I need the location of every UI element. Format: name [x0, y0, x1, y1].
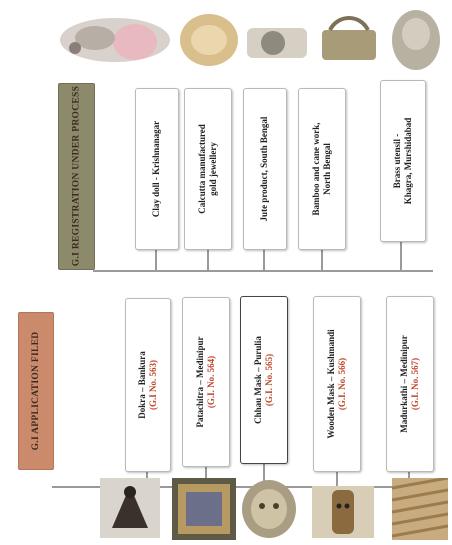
item-title: Calcutta manufactured — [197, 124, 207, 214]
process-item-jute: Jute product, South Bengal — [243, 88, 287, 250]
process-item-bamboo: Bamboo and cane work, North Bengal — [298, 88, 346, 250]
filed-item-wooden-mask: Wooden Mask – Kushmandi (G.I. No. 566) — [313, 296, 361, 472]
item-title: Jute product, South Bengal — [259, 116, 269, 222]
dokra-photo — [100, 478, 160, 538]
filed-category-label: G.I APPLICATION FILED — [31, 331, 41, 451]
connector — [263, 462, 265, 487]
item-title: Bamboo and cane work, — [311, 122, 321, 216]
process-item-gold-jewellery: Calcutta manufactured gold jewellery — [184, 88, 232, 250]
connector — [321, 248, 323, 271]
item-title: Madurkathi – Medinipur — [399, 335, 409, 433]
process-item-brass: Brass utensil - Khagra, Murshidabad — [380, 80, 426, 242]
filed-trunk-line — [52, 486, 442, 488]
item-subtitle: North Bengal — [322, 143, 332, 195]
wooden-mask-photo — [312, 486, 374, 538]
jute-product-photo — [245, 18, 310, 64]
filed-item-dokra: Dokra – Bankura (G.I No. 563) — [125, 298, 171, 472]
gi-number: (G.I. No. 566) — [337, 357, 347, 411]
filed-category-box: G.I APPLICATION FILED — [18, 312, 54, 470]
filed-item-chhau-mask: Chhau Mask – Purulia (G.I. No. 565) — [240, 296, 288, 464]
item-title: Wooden Mask – Kushmandi — [326, 329, 336, 439]
item-subtitle: Khagra, Murshidabad — [403, 117, 413, 205]
filed-item-patachitra: Patachitra – Medinipur (G.I. No. 564) — [182, 297, 230, 467]
connector — [205, 465, 207, 487]
connector — [400, 240, 402, 271]
item-subtitle: gold jewellery — [208, 142, 218, 196]
process-category-label: G.I REGISTRATION UNDER PROCESS — [71, 85, 82, 267]
connector — [336, 470, 338, 487]
chhau-mask-photo — [240, 478, 298, 540]
gi-number: (G.I. No. 564) — [206, 355, 216, 409]
bamboo-cane-photo — [318, 14, 380, 64]
filed-item-madurkathi: Madurkathi – Medinipur (G.I. No. 567) — [386, 296, 434, 472]
process-trunk-line — [93, 270, 433, 272]
madurkathi-photo — [392, 478, 448, 540]
process-item-clay-doll: Clay doll - Krishnanagar — [135, 88, 179, 250]
connector — [207, 248, 209, 271]
gold-jewellery-photo — [178, 12, 240, 68]
gi-number: (G.I No. 563) — [148, 360, 158, 410]
gi-number: (G.I. No. 567) — [410, 357, 420, 411]
clay-doll-photo — [55, 8, 175, 70]
process-category-box: G.I REGISTRATION UNDER PROCESS — [58, 83, 95, 270]
gi-number: (G.I. No. 565) — [264, 353, 274, 407]
item-title: Clay doll - Krishnanagar — [151, 120, 161, 218]
patachitra-photo — [172, 478, 236, 540]
connector — [263, 248, 265, 271]
item-title: Dokra – Bankura — [137, 351, 147, 419]
connector — [155, 248, 157, 271]
brass-utensil-photo — [386, 4, 446, 74]
item-title: Brass utensil - — [392, 133, 402, 189]
item-title: Chhau Mask – Purulia — [253, 336, 263, 424]
item-title: Patachitra – Medinipur — [195, 336, 205, 428]
